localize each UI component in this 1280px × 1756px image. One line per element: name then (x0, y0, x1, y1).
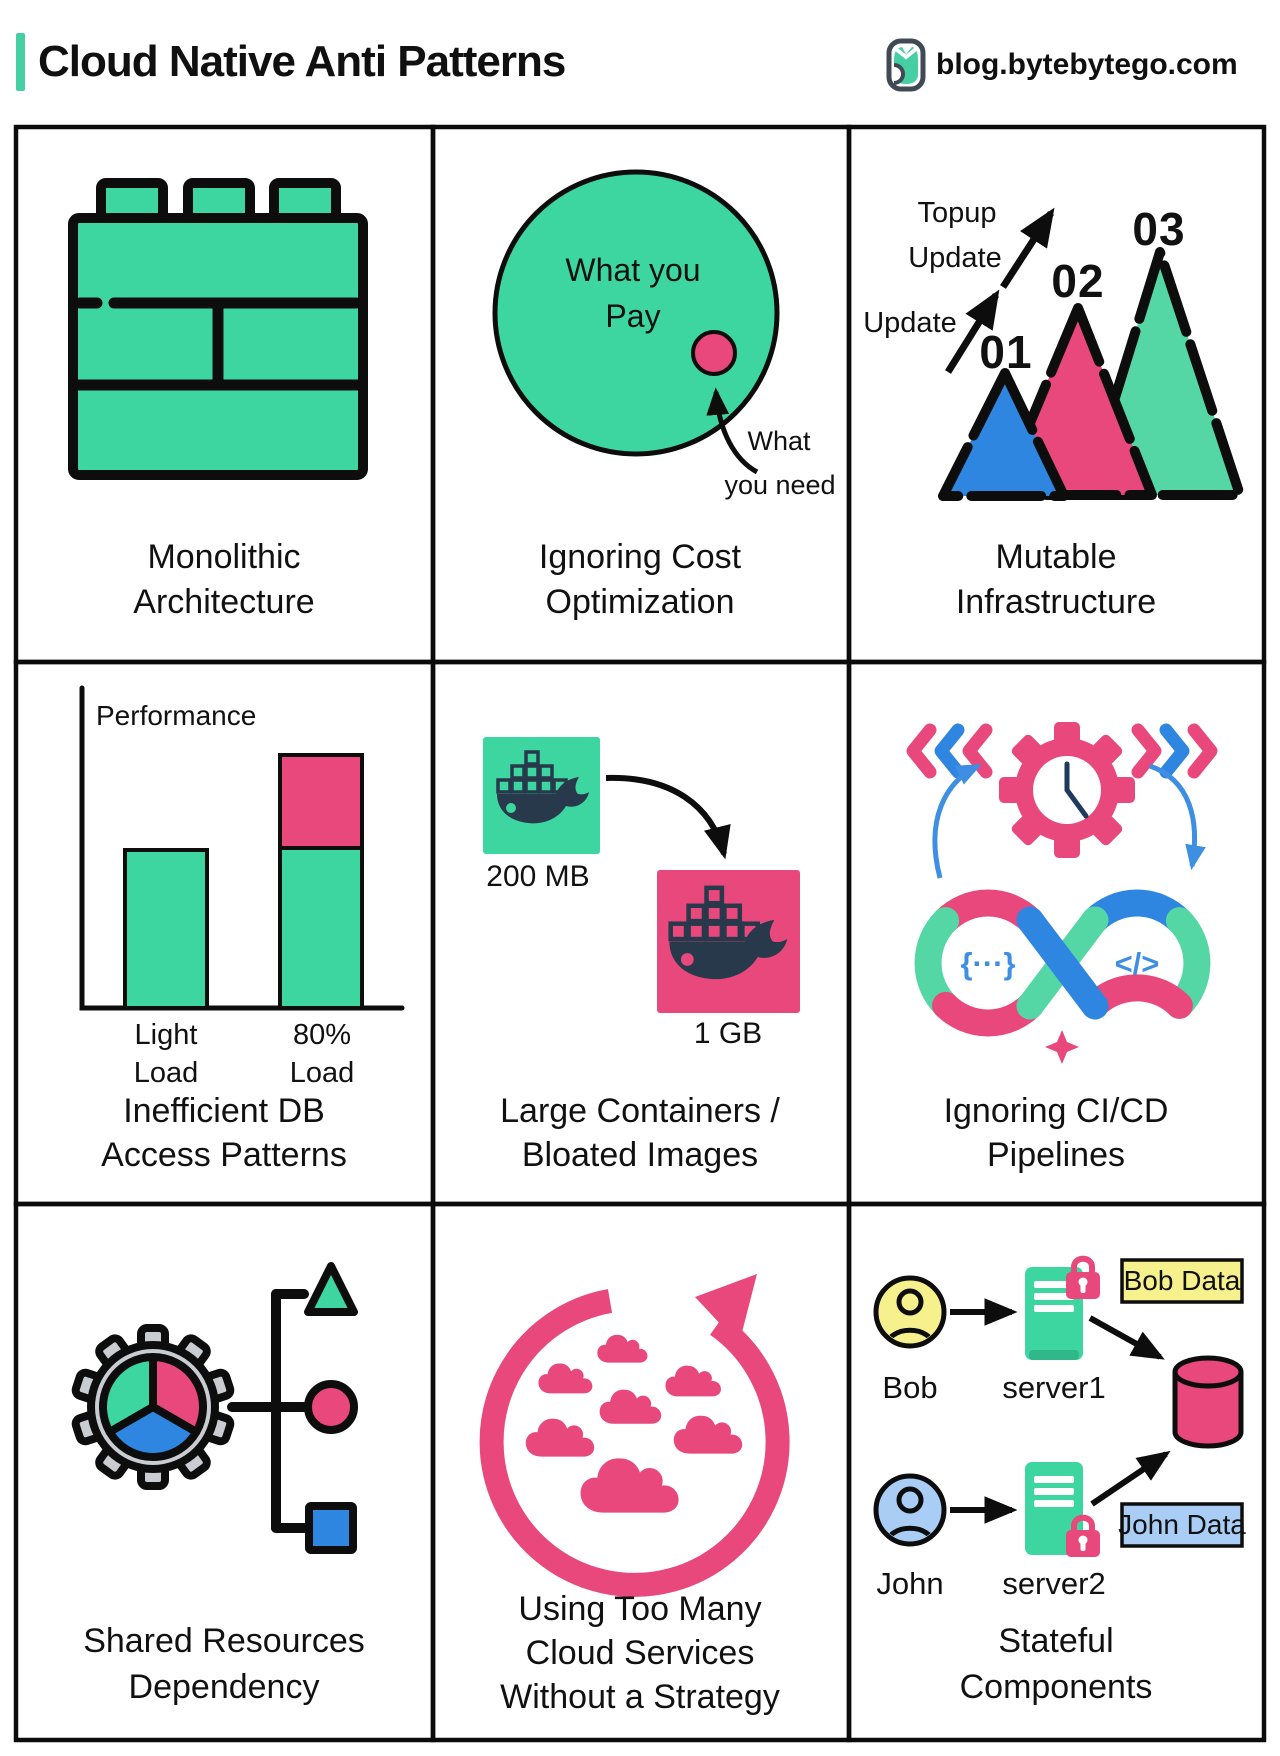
stateful-components-diagram: Bob Data (873, 1255, 1246, 1601)
page-title: Cloud Native Anti Patterns (38, 37, 566, 86)
mountain-01 (938, 368, 1069, 501)
cycle-ring (479, 1289, 790, 1597)
topup-text: Topup (917, 197, 996, 229)
sparkle-icon (1045, 1030, 1079, 1064)
docker-whale-icon (496, 750, 589, 824)
small-size-text: 200 MB (486, 860, 589, 893)
y-axis-label: Performance (96, 700, 256, 731)
label-mutable-2: Infrastructure (956, 583, 1156, 621)
docker-whale-icon (668, 885, 788, 980)
label-shared-1: Shared Resources (83, 1622, 365, 1660)
infinity-loop-icon (914, 889, 1211, 1037)
label-db-1: Inefficient DB (123, 1092, 325, 1130)
clouds-group (525, 1334, 743, 1513)
label-containers-1: Large Containers / (500, 1092, 780, 1130)
site-url: blog.bytebytego.com (936, 48, 1238, 81)
large-size-text: 1 GB (694, 1017, 762, 1050)
cycle-arrow-left (932, 763, 982, 879)
lock-icon (1066, 1514, 1100, 1557)
lock-icon (1066, 1255, 1100, 1299)
john-data-text: John Data (1118, 1509, 1246, 1540)
code-glyph: </> (1115, 946, 1160, 981)
bob-name: Bob (882, 1370, 937, 1405)
cicd-devops-icon: {···} </> (906, 722, 1218, 1064)
bar1-label-1: Light (135, 1019, 198, 1051)
cloud-sprawl-icon (479, 1274, 790, 1597)
label-containers-2: Bloated Images (522, 1136, 758, 1174)
cost-venn-icon: What you Pay What you need (492, 169, 836, 500)
docker-images-icon: 200 MB 1 GB (483, 737, 800, 1050)
bloat-arrow (605, 774, 731, 860)
what-you-need-text-2: you need (724, 470, 835, 500)
what-you-need-text-1: What (747, 426, 811, 456)
bar-80-load-pink (278, 753, 364, 850)
label-shared-2: Dependency (129, 1668, 320, 1706)
john-data-box (1120, 1502, 1244, 1548)
what-you-pay-text-1: What you (565, 252, 700, 288)
label-stateful-2: Components (960, 1668, 1153, 1706)
server1-name: server1 (1002, 1370, 1105, 1405)
john-name: John (876, 1566, 943, 1601)
bar2-label-1: 80% (293, 1019, 351, 1051)
server1-icon (1025, 1255, 1100, 1360)
lego-brick-icon (68, 178, 368, 480)
bar-light-load (123, 848, 209, 1010)
performance-bar-chart: Performance Light Load 80% Load (79, 685, 405, 1089)
gear-clock-icon (999, 722, 1135, 858)
chevrons-right-icon (1131, 723, 1218, 779)
what-you-need-dot (691, 330, 737, 376)
label-clouds-1: Using Too Many (518, 1590, 761, 1628)
large-image-tile (657, 870, 800, 1013)
square-resource (305, 1502, 357, 1554)
circle-resource (304, 1380, 358, 1434)
label-monolithic-2: Architecture (133, 583, 314, 621)
stage-03: 03 (1132, 203, 1185, 255)
label-mutable-1: Mutable (996, 538, 1117, 576)
bob-data-box (1120, 1258, 1244, 1304)
clock-hands (1064, 761, 1089, 819)
braces-glyph: {···} (960, 946, 1015, 981)
mutable-mountains-icon: Topup Update Update 01 02 03 (863, 197, 1245, 501)
bob-data-text: Bob Data (1124, 1265, 1241, 1296)
label-stateful-1: Stateful (998, 1622, 1113, 1660)
stage-02: 02 (1051, 255, 1104, 307)
brand: blog.bytebytego.com (886, 36, 1238, 94)
cycle-arrowhead (695, 1274, 757, 1344)
database-icon (1172, 1355, 1244, 1449)
label-cost-2: Optimization (546, 583, 735, 621)
bytebytego-logo-icon (886, 38, 926, 92)
label-clouds-3: Without a Strategy (500, 1678, 780, 1716)
server2-to-db-arrow (1090, 1450, 1171, 1507)
label-cost-1: Ignoring Cost (539, 538, 742, 576)
shared-resources-icon (71, 1262, 358, 1554)
grid-cell-stateful (846, 1201, 1267, 1743)
label-monolithic-1: Monolithic (147, 538, 300, 576)
server2-name: server2 (1002, 1566, 1105, 1601)
need-arrow (706, 387, 759, 475)
cycle-arrow-right (1149, 763, 1206, 871)
update-text-upper: Update (908, 242, 1002, 274)
triangle-resource (304, 1262, 358, 1316)
label-db-2: Access Patterns (101, 1136, 347, 1174)
bar1-label-2: Load (134, 1057, 199, 1089)
user-john-icon (873, 1473, 947, 1547)
label-cicd-1: Ignoring CI/CD (944, 1092, 1169, 1130)
title-accent-bar (16, 33, 25, 91)
server2-icon (1025, 1462, 1100, 1557)
update-text-lower: Update (863, 307, 957, 339)
bar2-label-2: Load (290, 1057, 355, 1089)
label-clouds-2: Cloud Services (526, 1634, 755, 1672)
dependency-tree-lines (227, 1289, 309, 1533)
update-arrow-1 (945, 289, 1000, 374)
gear-pie-icon (71, 1324, 235, 1490)
what-you-pay-text-2: Pay (605, 298, 660, 334)
bar-80-load-green (278, 846, 364, 1010)
server1-to-db-arrow (1088, 1315, 1165, 1360)
label-cicd-2: Pipelines (987, 1136, 1125, 1174)
pie-chart-icon (99, 1353, 207, 1461)
update-arrow-2 (1000, 207, 1055, 289)
user-bob-icon (873, 1275, 947, 1349)
stage-01: 01 (979, 326, 1032, 378)
